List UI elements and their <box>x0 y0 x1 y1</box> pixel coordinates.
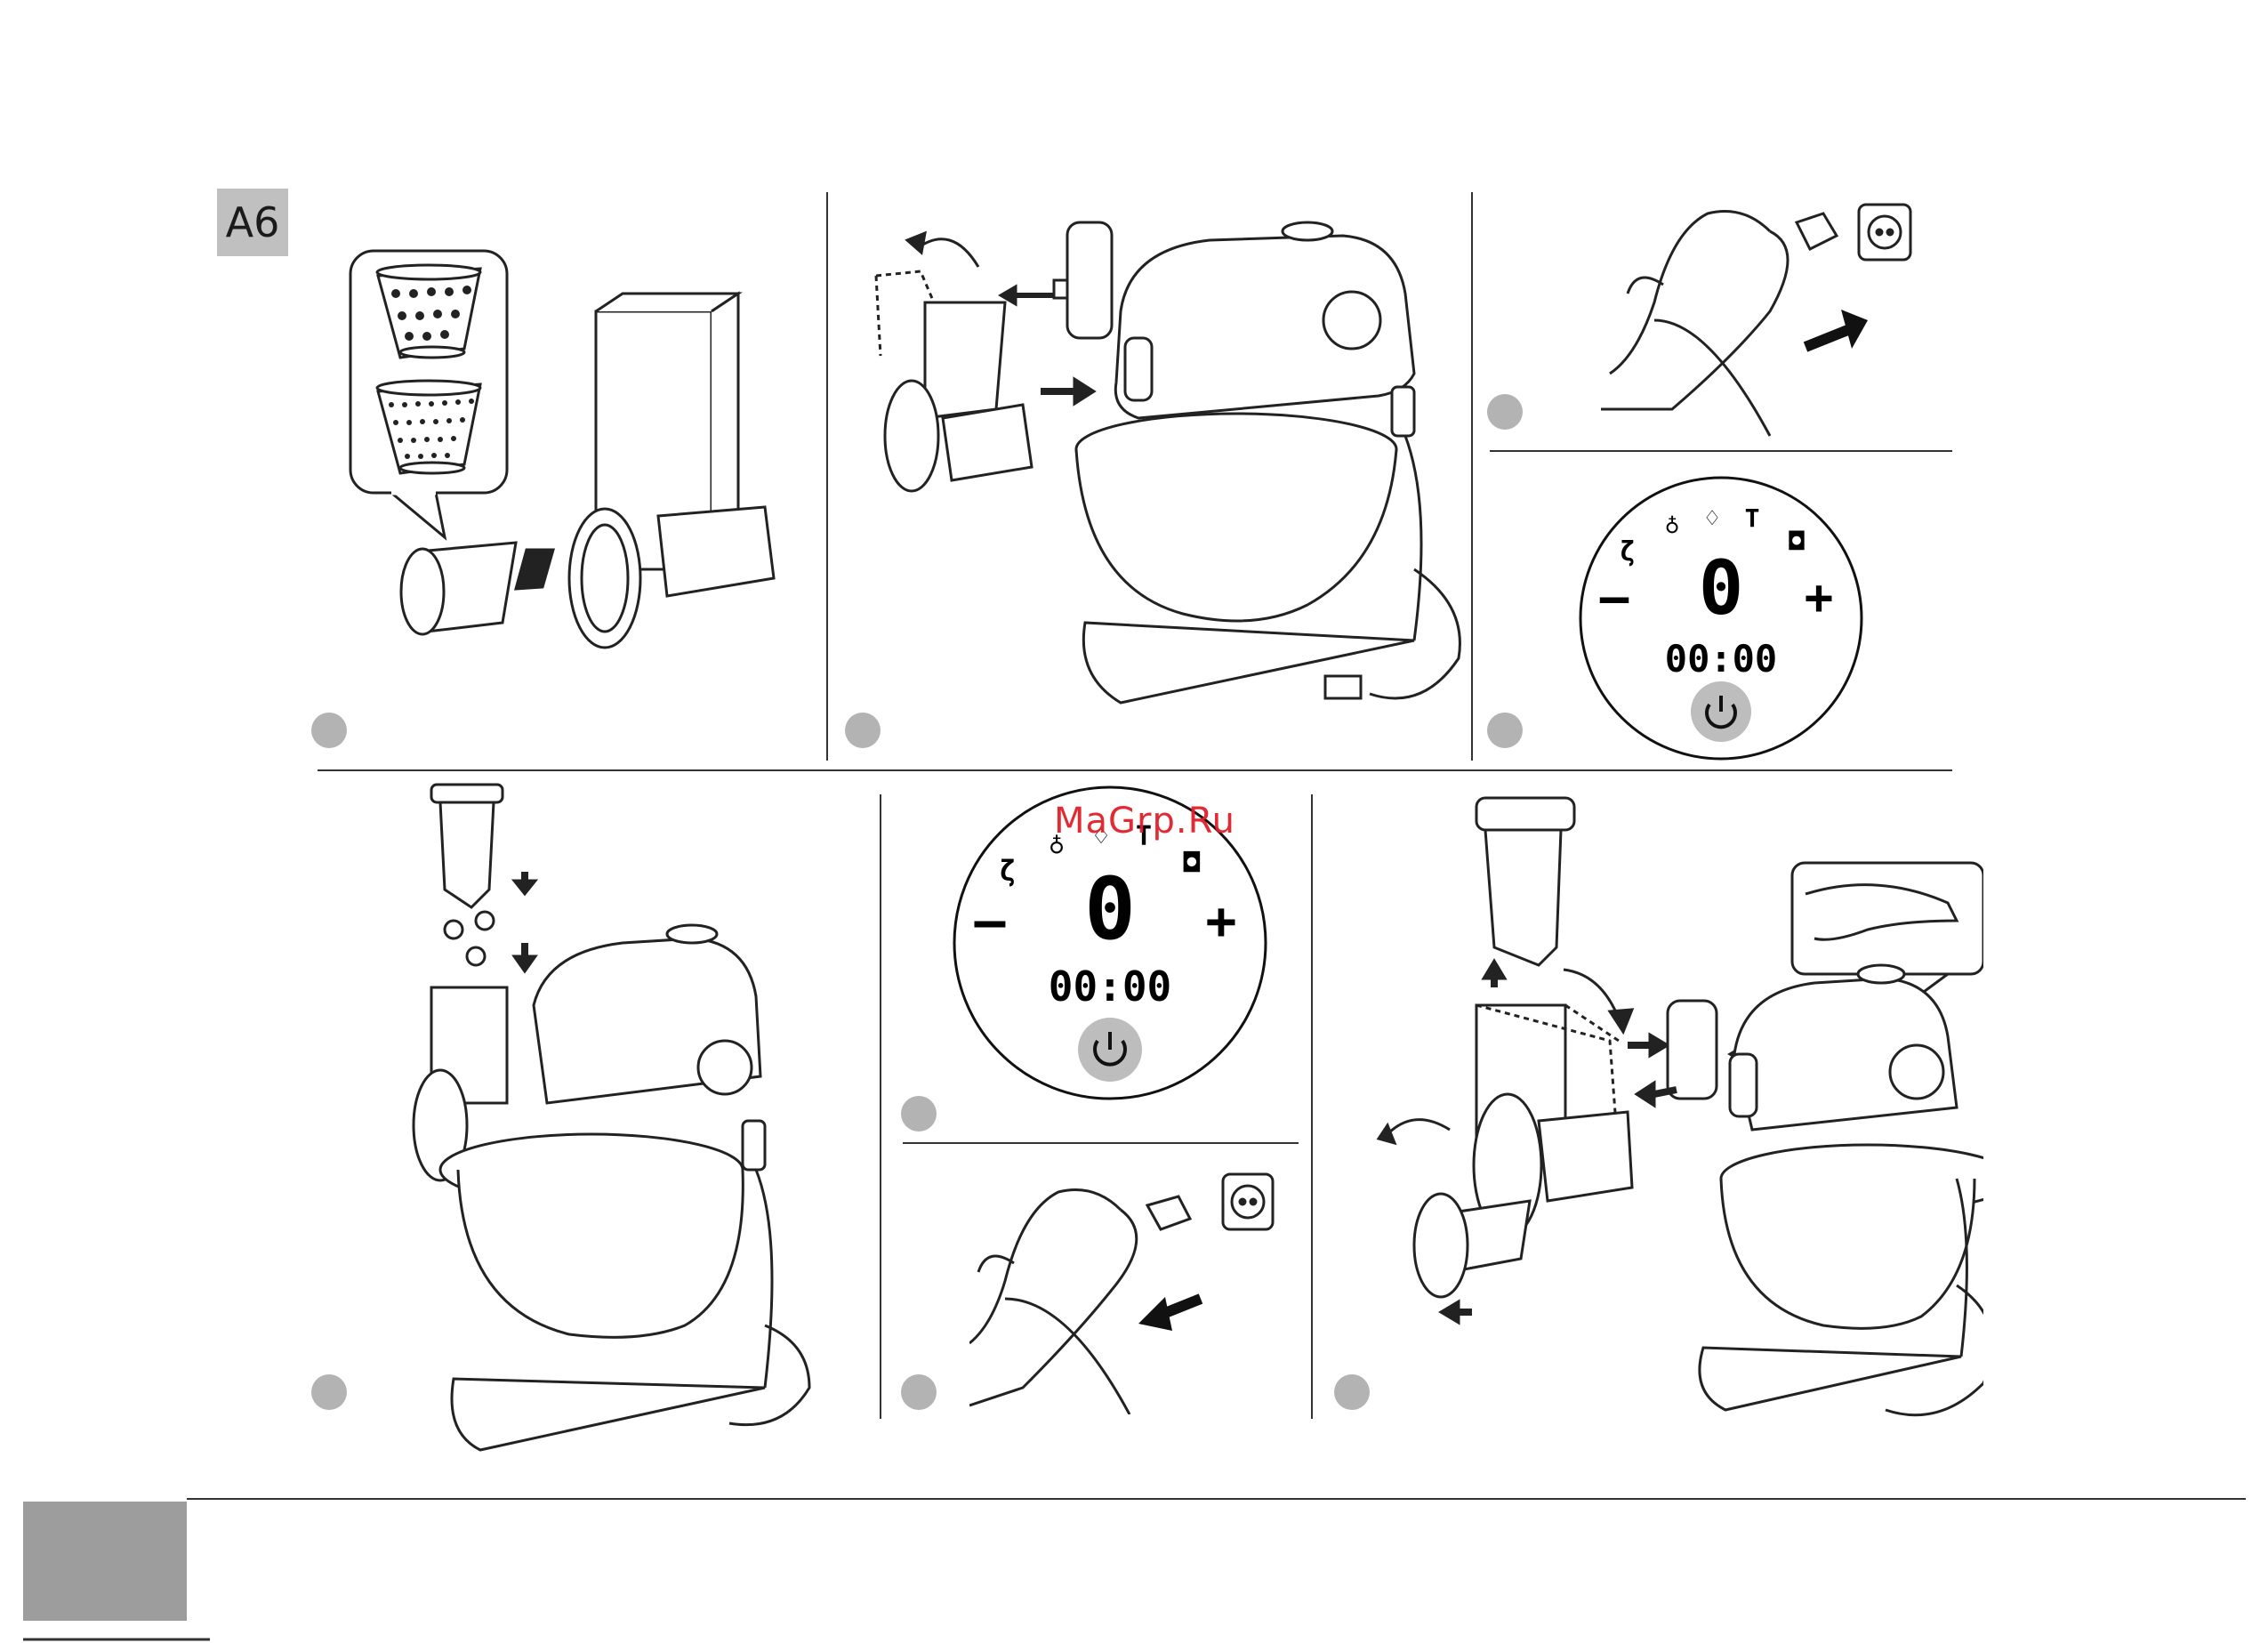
step-marker-1 <box>311 713 347 748</box>
timer-display: 00:00 <box>1665 637 1777 681</box>
timer-display: 00:00 <box>1049 962 1171 1011</box>
minus-button: – <box>975 890 1006 951</box>
step-marker-5 <box>311 1374 347 1410</box>
plus-button: + <box>1206 890 1237 951</box>
whisk-icon: ζ <box>1620 536 1636 568</box>
step-marker-7 <box>901 1374 937 1410</box>
speed-display: 0 <box>1699 544 1744 632</box>
whisk-icon: ζ <box>999 854 1016 888</box>
footer-page-box <box>23 1502 187 1621</box>
dough-hook-icon: ♢ <box>1705 503 1720 533</box>
panel-8-illustration <box>1334 787 1983 1428</box>
beater-icon: ♁ <box>1665 509 1680 538</box>
panel-1-illustration <box>302 240 800 667</box>
hand-icon <box>1601 231 1788 409</box>
blender-jug-icon: ◘ <box>1183 848 1201 879</box>
step-marker-2 <box>845 713 881 748</box>
panel-2-illustration <box>845 213 1468 712</box>
panel-7-illustration <box>969 1156 1299 1414</box>
step-marker-6 <box>901 1096 937 1132</box>
speed-display: 0 <box>1084 859 1136 959</box>
svg-text:T: T <box>1745 503 1760 533</box>
panel-4-display: ζ ♁ ♢ T ◘ 0 – + 00:00 <box>1574 471 1868 765</box>
watermark: MaGrp.Ru <box>1054 801 1235 842</box>
blender-jug-icon: ◘ <box>1789 527 1806 556</box>
minus-button: – <box>1600 569 1629 625</box>
panel-3-illustration <box>1601 196 1939 445</box>
step-marker-3 <box>1487 394 1523 430</box>
plus-button: + <box>1805 569 1834 625</box>
step-marker-4 <box>1487 713 1523 748</box>
power-plug-icon <box>1797 213 1837 249</box>
section-label: A6 <box>217 189 288 256</box>
panel-5-illustration <box>391 774 889 1459</box>
power-plug-icon <box>1147 1196 1190 1229</box>
